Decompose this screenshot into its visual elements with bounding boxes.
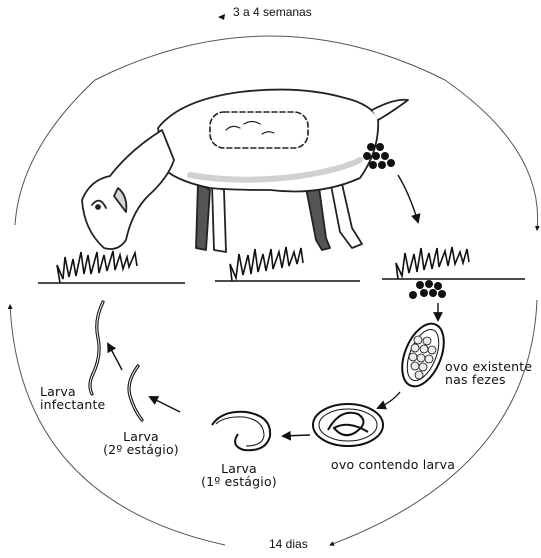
eggs-cluster-ground bbox=[409, 280, 446, 299]
larva-first-stage bbox=[212, 412, 270, 450]
label-egg-with-larva: ovo contendo larva bbox=[331, 458, 455, 471]
cycle-arc-top bbox=[95, 36, 445, 80]
cycle-arrow-top bbox=[218, 14, 225, 20]
cycle-label-bottom: 14 dias bbox=[266, 538, 311, 551]
larva-second-stage bbox=[129, 366, 142, 420]
larva-infective-sub: infectante bbox=[40, 398, 105, 411]
arrow-larval-egg-to-l1 bbox=[283, 435, 310, 436]
arrow-l1-to-l2 bbox=[150, 397, 180, 412]
goat-illustration bbox=[82, 90, 408, 252]
larva-first-sub: (1º estágio) bbox=[198, 475, 280, 488]
label-larva-first-stage: Larva (1º estágio) bbox=[198, 462, 280, 488]
grass-middle bbox=[215, 247, 360, 281]
label-egg-in-feces: ovo existente nas fezes bbox=[445, 360, 532, 386]
egg-with-larva bbox=[313, 404, 383, 446]
arrow-eggs-to-ground bbox=[398, 175, 418, 222]
larva-infective bbox=[90, 302, 103, 394]
cycle-arc-bottom-left bbox=[10, 305, 225, 545]
cycle-label-top: 3 a 4 semanas bbox=[230, 6, 315, 19]
egg-in-feces bbox=[394, 318, 452, 393]
arrow-egg-to-larval-egg bbox=[378, 392, 400, 408]
grass-left bbox=[38, 251, 185, 283]
arrow-l2-to-infective bbox=[108, 344, 122, 370]
grass-right bbox=[382, 247, 525, 279]
label-larva-second-stage: Larva (2º estágio) bbox=[100, 430, 182, 456]
label-larva-infective: Larva infectante bbox=[40, 385, 105, 411]
cycle-arc-right bbox=[445, 80, 538, 230]
larva-second-sub: (2º estágio) bbox=[100, 443, 182, 456]
